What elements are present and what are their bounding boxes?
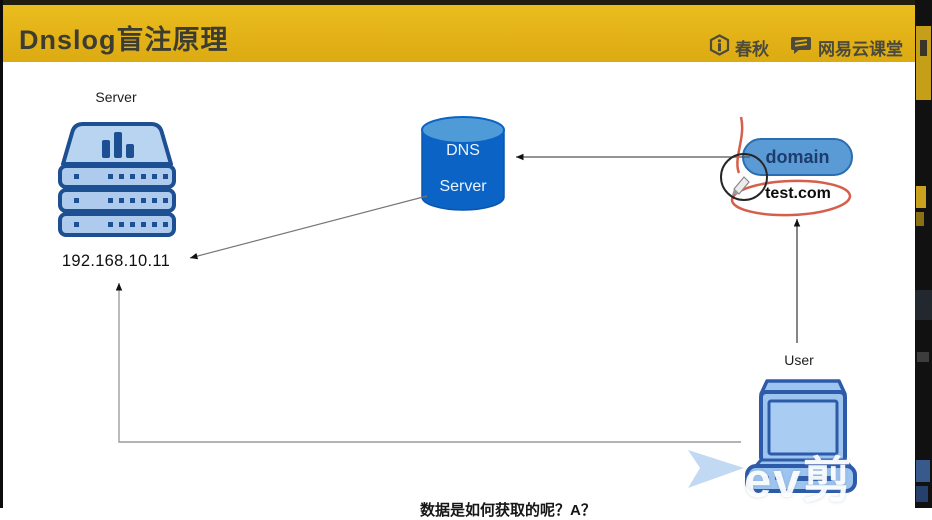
- user-label: User: [784, 352, 814, 368]
- ev-watermark-logo-icon: [686, 448, 748, 495]
- server-label: Server: [95, 89, 137, 105]
- domain-value: test.com: [765, 185, 831, 202]
- frame-top-edge: [0, 0, 932, 5]
- brand-ichunqiu: 春秋: [709, 34, 769, 61]
- arrow-user-path-to-server: [115, 283, 741, 443]
- netease-screen-icon: [789, 35, 813, 61]
- bottom-clipped-text: 数据是如何获取的呢？A？: [420, 502, 596, 519]
- brand-logos: 春秋 网易云课堂: [709, 34, 903, 61]
- page-title: Dnslog盲注原理: [19, 25, 229, 55]
- server-icon: [50, 120, 184, 245]
- sliver-fragment: [916, 212, 924, 226]
- right-window-sliver: [915, 0, 932, 508]
- ev-watermark-text: ev剪: [744, 454, 854, 508]
- red-pen-stroke: [736, 116, 744, 174]
- frame-left-edge: [0, 0, 3, 508]
- sliver-fragment: [915, 290, 932, 320]
- pen-cursor-icon: [732, 176, 750, 195]
- sliver-fragment: [916, 186, 926, 208]
- sliver-fragment: [917, 352, 929, 362]
- sliver-fragment: [920, 40, 927, 56]
- dns-server-node: DNS Server: [419, 115, 507, 213]
- ichunqiu-hexagon-i-icon: [709, 34, 730, 61]
- domain-pill: domain: [742, 138, 853, 176]
- dns-label-line1: DNS: [446, 142, 480, 159]
- sliver-fragment: [916, 26, 931, 100]
- arrow-dns-to-server-ip: [189, 195, 428, 260]
- sliver-fragment: [916, 460, 930, 482]
- slide-header: Dnslog盲注原理 春秋 网易云课堂: [3, 5, 915, 62]
- brand-netease-label: 网易云课堂: [818, 40, 903, 59]
- user-computer-icon: [739, 375, 863, 500]
- dns-label-line2: Server: [439, 178, 487, 195]
- brand-netease: 网易云课堂: [789, 35, 903, 61]
- server-ip: 192.168.10.11: [61, 252, 171, 270]
- database-cylinder-icon: [421, 116, 505, 211]
- sliver-fragment: [916, 486, 928, 502]
- brand-ichunqiu-label: 春秋: [735, 40, 769, 59]
